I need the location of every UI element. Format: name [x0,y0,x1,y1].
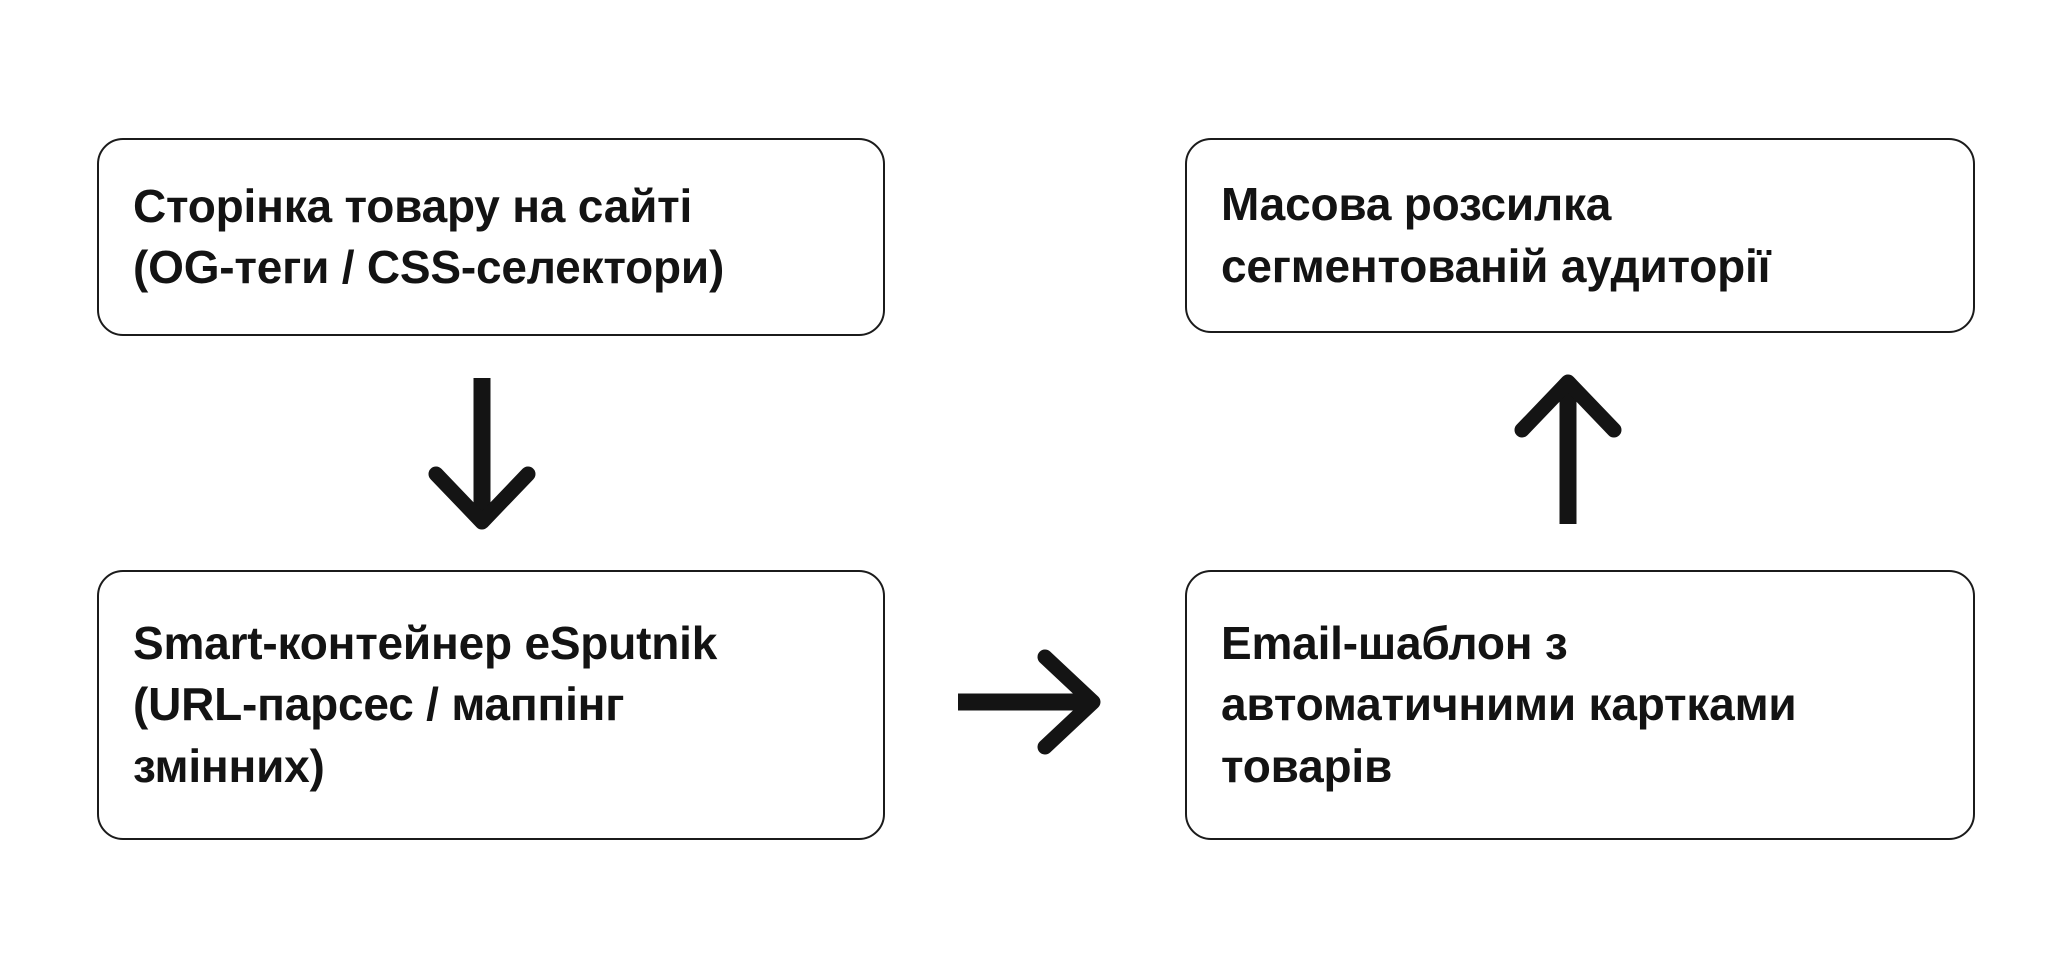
arrow-down-icon [420,370,550,540]
node-smart-container-label: Smart-контейнер eSputnik (URL-парсес / м… [133,617,718,792]
node-email-template[interactable]: Email-шаблон з автоматичними картками то… [1185,570,1975,840]
arrow-up-icon [1505,372,1635,532]
node-smart-container[interactable]: Smart-контейнер eSputnik (URL-парсес / м… [97,570,885,840]
arrow-right-icon [950,640,1110,765]
node-product-page-label: Сторінка товару на сайті (OG-теги / CSS-… [133,179,725,293]
node-mass-mailing-label: Масова розсилка сегментованій аудиторії [1221,178,1771,292]
node-product-page[interactable]: Сторінка товару на сайті (OG-теги / CSS-… [97,138,885,336]
node-mass-mailing[interactable]: Масова розсилка сегментованій аудиторії [1185,138,1975,333]
node-email-template-label: Email-шаблон з автоматичними картками то… [1221,617,1797,792]
